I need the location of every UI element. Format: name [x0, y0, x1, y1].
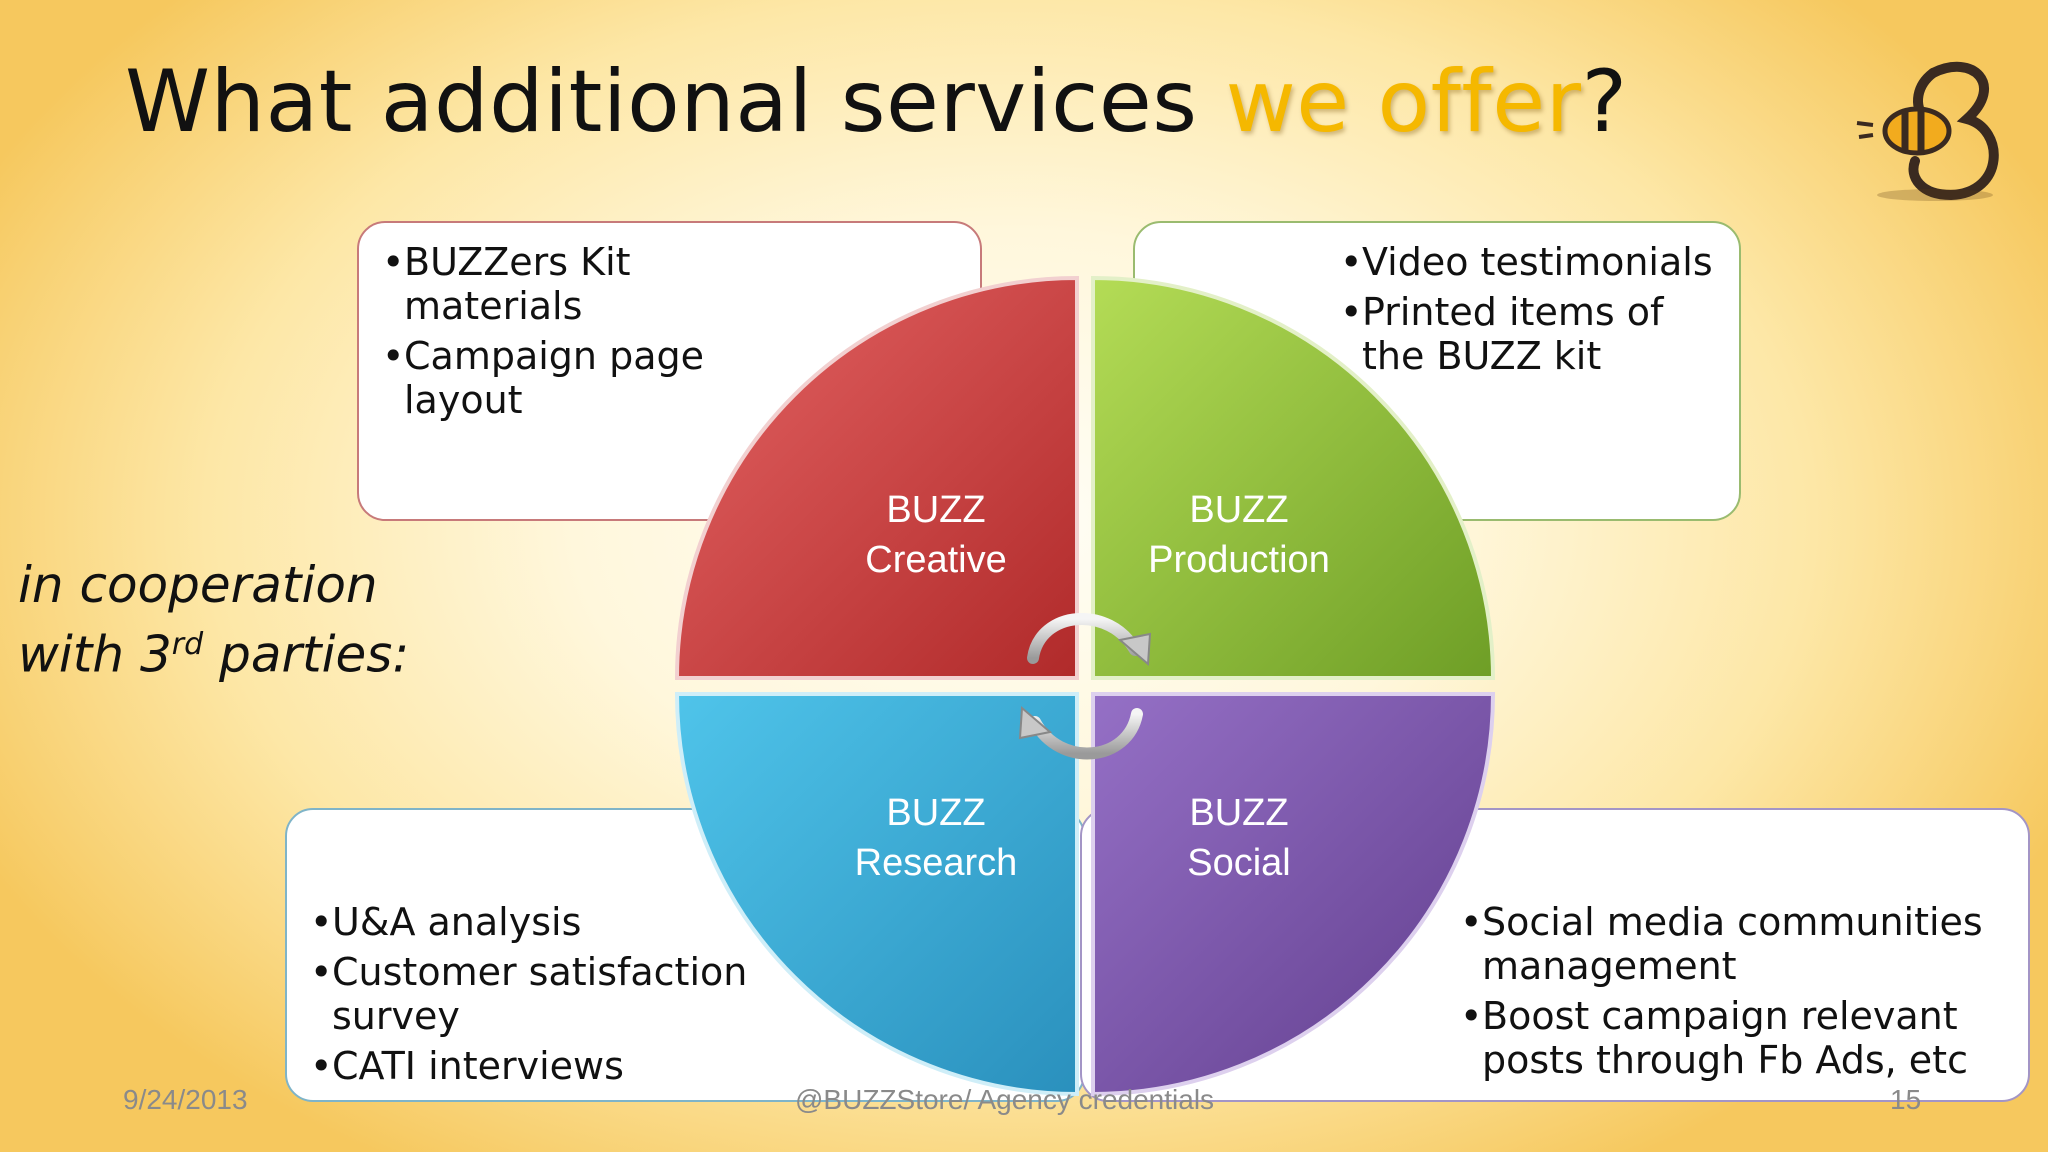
buzz-research-label: BUZZ Research — [806, 788, 1066, 888]
creative-label-line2: Creative — [865, 539, 1007, 581]
slide-title: What additional services we offer? — [125, 52, 1628, 152]
list-item: Social media communities management — [1460, 900, 2020, 988]
social-label-line1: BUZZ — [1189, 792, 1289, 834]
research-label-line1: BUZZ — [886, 792, 986, 834]
research-label-line2: Research — [854, 842, 1018, 884]
social-label-line2: Social — [1187, 842, 1291, 884]
cooperation-line1: in cooperation — [18, 556, 378, 614]
creative-label-line1: BUZZ — [886, 489, 986, 531]
footer-page-number: 15 — [1890, 1084, 1922, 1115]
social-bullet-list: Social media communities management Boos… — [1460, 900, 2020, 1088]
title-highlight: we offer — [1225, 52, 1582, 152]
production-quadrant — [1091, 275, 1496, 680]
list-item: Video testimonials — [1340, 240, 1730, 284]
creative-bullet-list: BUZZers Kit materials Campaign page layo… — [382, 240, 802, 428]
list-item: Customer satisfaction survey — [310, 950, 770, 1038]
title-text: What additional services — [125, 52, 1226, 152]
research-bullet-list: U&A analysis Customer satisfaction surve… — [310, 900, 770, 1094]
footer-date: 9/24/2013 — [123, 1084, 248, 1115]
cooperation-line2: with 3rd parties: — [18, 615, 409, 685]
list-item: CATI interviews — [310, 1044, 770, 1088]
buzz-social-label: BUZZ Social — [1109, 788, 1369, 888]
buzz-creative-label: BUZZ Creative — [806, 485, 1066, 585]
list-item: Boost campaign relevant posts through Fb… — [1460, 994, 2020, 1082]
list-item: BUZZers Kit materials — [382, 240, 802, 328]
bee-logo-icon — [1856, 61, 1999, 201]
cooperation-text-end: parties: — [203, 625, 410, 684]
social-quadrant — [1091, 692, 1496, 1097]
cooperation-superscript: rd — [171, 627, 204, 662]
cooperation-text: with 3 — [18, 625, 172, 684]
list-item: Printed items of the BUZZ kit — [1340, 290, 1730, 378]
cycle-arrow-bottom-icon — [1029, 708, 1143, 760]
production-bullet-list: Video testimonials Printed items of the … — [1340, 240, 1730, 384]
list-item: U&A analysis — [310, 900, 770, 944]
buzz-production-label: BUZZ Production — [1109, 485, 1369, 585]
list-item: Campaign page layout — [382, 334, 802, 422]
production-label-line2: Production — [1148, 539, 1330, 581]
research-quadrant — [674, 692, 1079, 1097]
cycle-arrow-top-icon — [1027, 613, 1141, 664]
footer-credentials: @BUZZStore/ Agency credentials — [795, 1084, 1215, 1115]
cooperation-note: in cooperation with 3rd parties: — [18, 555, 409, 685]
title-question-mark: ? — [1581, 52, 1628, 152]
production-label-line1: BUZZ — [1189, 489, 1289, 531]
